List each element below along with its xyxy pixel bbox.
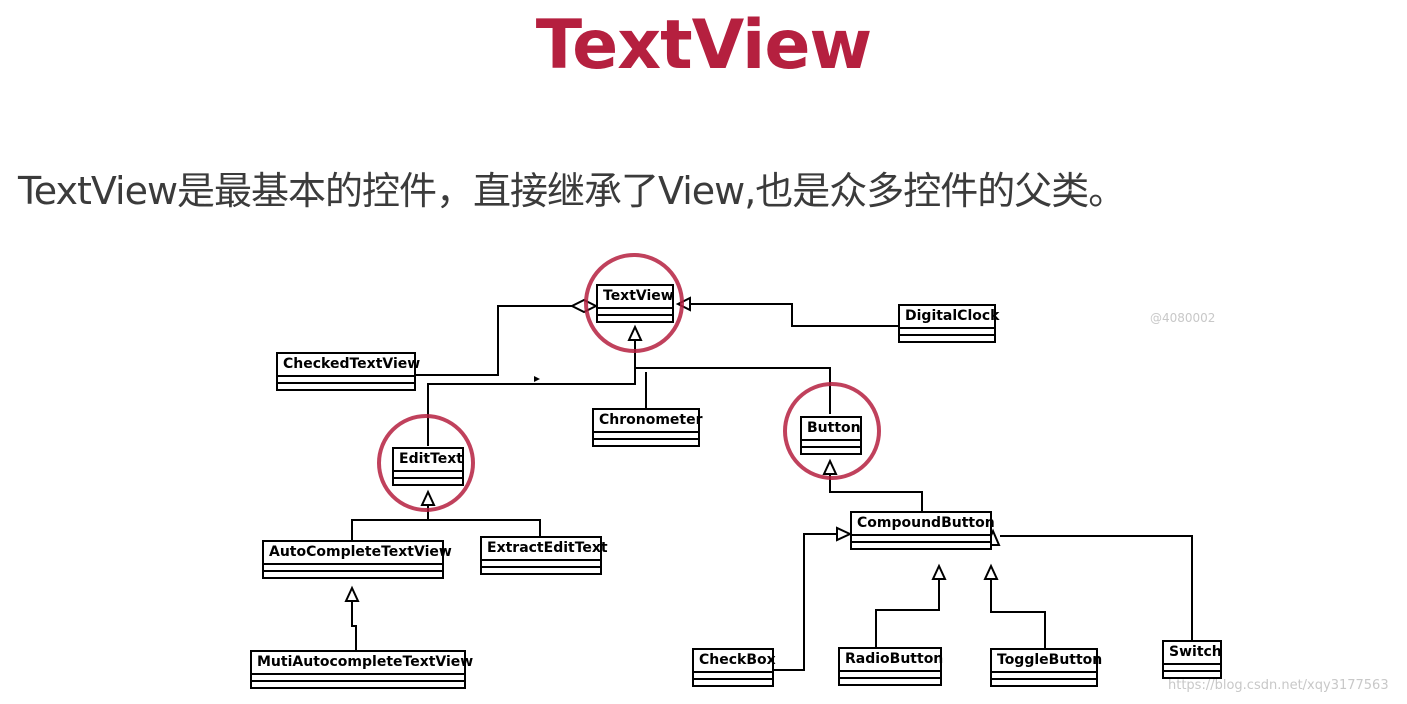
edge-togglebutton-compoundbutton	[990, 580, 1046, 650]
edge-digitalclock-textview	[690, 303, 898, 327]
class-box-button: Button	[800, 416, 862, 455]
arrowhead-digitalclock	[675, 296, 691, 312]
class-name-mutiautocompletetextview: MutiAutocompleteTextView	[252, 652, 473, 675]
arrowhead-edittext	[627, 324, 643, 341]
edge-autocomplete-edittext	[351, 504, 429, 541]
class-name-radiobutton: RadioButton	[840, 649, 943, 672]
class-box-edittext: EditText	[392, 447, 464, 486]
edge-button-textview	[635, 367, 831, 414]
highlight-circle-textview	[584, 253, 684, 353]
edge-checkedtextview-textview	[414, 305, 585, 376]
class-box-textview: TextView	[596, 284, 674, 323]
class-name-switch: Switch	[1164, 642, 1222, 665]
highlight-circle-button	[783, 382, 881, 480]
edge-radiobutton-compoundbutton	[875, 580, 940, 650]
arrowhead-radiobutton	[931, 563, 947, 580]
class-name-digitalclock: DigitalClock	[900, 306, 999, 329]
edge-muti-autocomplete	[351, 601, 357, 651]
class-name-checkbox: CheckBox	[694, 650, 776, 673]
class-box-switch: Switch	[1162, 640, 1222, 679]
class-box-togglebutton: ToggleButton	[990, 648, 1102, 687]
arrowhead-checkbox	[836, 526, 853, 542]
watermark-bottom: https://blog.csdn.net/xqy3177563	[1168, 678, 1389, 693]
class-box-checkedtextview: CheckedTextView	[276, 352, 420, 391]
class-box-compoundbutton: CompoundButton	[850, 511, 995, 550]
page-subtitle: TextView是最基本的控件，直接继承了View,也是众多控件的父类。	[18, 169, 1126, 213]
class-name-extractedittext: ExtractEditText	[482, 538, 608, 561]
small-arrow-marker	[534, 376, 540, 382]
watermark-top: @4080002	[1150, 311, 1216, 325]
edge-compoundbutton-button	[829, 473, 923, 513]
arrowhead-checkedtextview	[569, 298, 599, 314]
edge-extractedittext-edittext	[428, 519, 541, 537]
class-name-togglebutton: ToggleButton	[992, 650, 1102, 673]
page-title: TextView	[535, 6, 873, 85]
class-name-checkedtextview: CheckedTextView	[278, 354, 420, 377]
class-box-mutiautocompletetextview: MutiAutocompleteTextView	[250, 650, 473, 689]
arrowhead-compoundbutton	[822, 458, 838, 475]
class-box-radiobutton: RadioButton	[838, 647, 943, 686]
class-name-edittext: EditText	[394, 449, 463, 472]
highlight-circle-edittext	[377, 414, 475, 512]
edge-checkbox-compoundbutton	[772, 533, 836, 671]
class-box-chronometer: Chronometer	[592, 408, 703, 447]
class-name-autocompletetextview: AutoCompleteTextView	[264, 542, 452, 565]
class-box-autocompletetextview: AutoCompleteTextView	[262, 540, 452, 579]
class-name-button: Button	[802, 418, 861, 441]
class-name-compoundbutton: CompoundButton	[852, 513, 995, 536]
class-box-checkbox: CheckBox	[692, 648, 776, 687]
arrowhead-togglebutton	[983, 563, 999, 580]
arrowhead-autocomplete	[420, 489, 436, 506]
edge-switch-compoundbutton	[1000, 535, 1193, 640]
class-box-extractedittext: ExtractEditText	[480, 536, 608, 575]
class-name-textview: TextView	[598, 286, 674, 309]
arrowhead-muti	[344, 585, 360, 602]
class-name-chronometer: Chronometer	[594, 410, 703, 433]
class-box-digitalclock: DigitalClock	[898, 304, 999, 343]
